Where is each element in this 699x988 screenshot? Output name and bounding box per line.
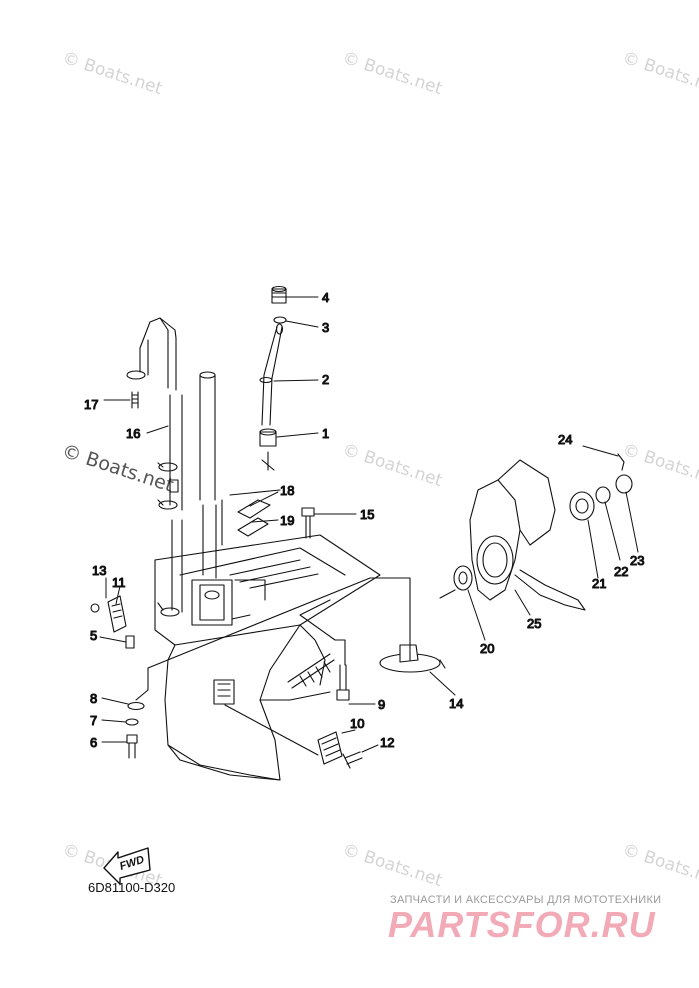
lower-case-housing <box>154 534 381 781</box>
callout-25: 25 <box>527 616 541 631</box>
part-21-24 <box>569 453 633 521</box>
callout-17: 17 <box>84 397 98 412</box>
part-3-washer <box>273 316 287 324</box>
part-2-pipe <box>259 323 284 426</box>
callout-20: 20 <box>480 641 494 656</box>
part-18-19 <box>221 489 281 546</box>
callout-11: 11 <box>112 575 126 590</box>
callout-6: 6 <box>90 735 97 750</box>
hose-16 <box>139 317 177 391</box>
callout-4: 4 <box>322 290 329 305</box>
part-4-plug <box>271 285 287 304</box>
part-1-grommet <box>259 428 277 471</box>
callout-3: 3 <box>322 320 329 335</box>
callout-2: 2 <box>322 372 329 387</box>
drive-shaft-tubes <box>169 371 217 613</box>
callout-16: 16 <box>126 426 140 441</box>
part-15-bolt <box>301 507 315 539</box>
callout-24: 24 <box>558 432 572 447</box>
part-20-spacer <box>453 565 473 591</box>
part-25-propeller <box>469 459 586 611</box>
callout-13: 13 <box>92 563 106 578</box>
part-14-trim-tab <box>379 644 446 673</box>
leader-lines <box>99 296 639 753</box>
alignment-lines <box>135 577 456 756</box>
part-11-13-5 <box>90 595 135 649</box>
callout-23: 23 <box>630 553 644 568</box>
callout-19: 19 <box>280 513 294 528</box>
callout-10: 10 <box>350 716 364 731</box>
callout-14: 14 <box>449 696 463 711</box>
part-9-bolt <box>336 664 350 701</box>
callout-8: 8 <box>90 691 97 706</box>
shop-logo[interactable]: PARTSFOR.RU <box>388 904 656 945</box>
callout-7: 7 <box>90 713 97 728</box>
callout-21: 21 <box>592 576 606 591</box>
callouts: 4 3 2 1 18 19 15 17 16 13 11 5 8 7 6 9 1… <box>83 289 645 750</box>
callout-9: 9 <box>378 697 385 712</box>
callout-18: 18 <box>280 483 294 498</box>
callout-15: 15 <box>360 507 374 522</box>
callout-22: 22 <box>614 564 628 579</box>
diagram-code: 6D81100-D320 <box>88 880 176 895</box>
part-10-12 <box>317 731 363 769</box>
callout-12: 12 <box>380 735 394 750</box>
shop-tagline: ЗАПЧАСТИ И АКСЕССУАРЫ ДЛЯ МОТОТЕХНИКИ <box>390 894 662 906</box>
callout-5: 5 <box>90 628 97 643</box>
part-17 <box>131 391 139 409</box>
part-6-7-8 <box>125 701 145 759</box>
fwd-arrow-icon: FWD <box>103 847 151 885</box>
callout-1: 1 <box>322 426 329 441</box>
hose-clips <box>126 370 180 617</box>
